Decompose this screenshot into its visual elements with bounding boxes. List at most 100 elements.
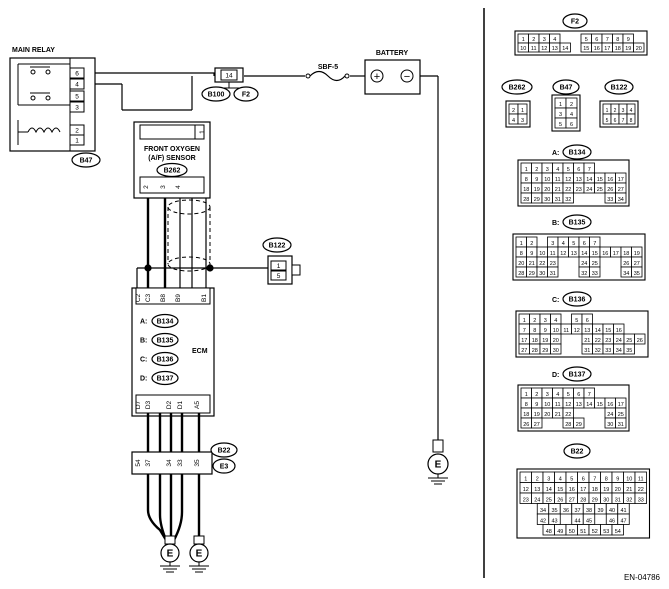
connector-outline bbox=[517, 384, 630, 432]
connector-pin-number: 5 bbox=[575, 318, 578, 324]
connector-pin-number: 41 bbox=[620, 508, 626, 514]
connector-cell bbox=[634, 333, 646, 345]
connector-pin-number: 27 bbox=[534, 422, 540, 428]
connector-pin-number: 45 bbox=[586, 518, 592, 524]
connector-pin-number: 24 bbox=[616, 338, 622, 344]
connector-pin-number: 15 bbox=[597, 177, 603, 183]
connector-pin-number: 48 bbox=[546, 529, 552, 535]
connector-pin-number: 28 bbox=[580, 497, 586, 503]
b122-connector: 1 5 bbox=[267, 255, 301, 285]
b22-label: B22 bbox=[210, 442, 238, 458]
ecm-box bbox=[131, 287, 215, 417]
f2-label-right: F2 bbox=[562, 13, 588, 29]
connector-pin-number: 8 bbox=[616, 37, 619, 43]
connector-pin-number: 28 bbox=[565, 422, 571, 428]
connector-pin-number: 21 bbox=[626, 487, 632, 493]
ground-symbol-1: E bbox=[160, 535, 180, 573]
ecm-bottom-pin: D1 bbox=[177, 400, 184, 409]
connector-pin-number: 20 bbox=[544, 412, 550, 418]
connector-pin-number: 14 bbox=[586, 177, 592, 183]
connector-pin-number: 50 bbox=[569, 529, 575, 535]
svg-text:−: − bbox=[404, 71, 410, 83]
connector-pin-number: 1 bbox=[520, 241, 523, 247]
connector-pin-number: 35 bbox=[551, 508, 557, 514]
svg-text:E: E bbox=[435, 460, 442, 471]
b136-label-right: B136 bbox=[562, 291, 592, 307]
connector-pin-number: 31 bbox=[615, 497, 621, 503]
connector-pin-number: 35 bbox=[634, 271, 640, 277]
ecm-bottom-pin: D2 bbox=[166, 400, 173, 409]
connector-pin-number: 24 bbox=[607, 412, 613, 418]
connector-pin-number: 12 bbox=[541, 46, 547, 52]
connector-pin-number: 7 bbox=[523, 328, 526, 334]
connector-pin-number: 11 bbox=[563, 328, 569, 334]
svg-text:B22: B22 bbox=[571, 449, 584, 456]
svg-text:B122: B122 bbox=[269, 243, 286, 250]
connector-pin-number: 35 bbox=[626, 348, 632, 354]
joint-pin-number: 37 bbox=[145, 459, 152, 467]
connector-pin-number: 13 bbox=[576, 402, 582, 408]
b100-label: B100 bbox=[201, 86, 231, 102]
connector-pin-number: 12 bbox=[523, 487, 529, 493]
connector-outline bbox=[517, 159, 630, 207]
connector-cell bbox=[550, 343, 562, 355]
svg-text:B134: B134 bbox=[569, 150, 586, 157]
connector-pin-number: 9 bbox=[544, 328, 547, 334]
relay-pin-box bbox=[69, 78, 85, 90]
connector-pin-number: 5 bbox=[559, 122, 562, 128]
connector-pin-number: 19 bbox=[603, 487, 609, 493]
connector-pin-number: 31 bbox=[584, 348, 590, 354]
ecm-joint-wires bbox=[146, 413, 201, 452]
svg-text:B100: B100 bbox=[208, 92, 225, 99]
connector-cell bbox=[631, 266, 643, 278]
connector-pin-number: 1 bbox=[522, 37, 525, 43]
connector-pin-number: 30 bbox=[607, 422, 613, 428]
connector-pin-number: 11 bbox=[550, 251, 556, 257]
connector-pin-number: 27 bbox=[634, 261, 640, 267]
connector-pin-number: 31 bbox=[618, 422, 624, 428]
connector-pin-number: 22 bbox=[638, 487, 644, 493]
connector-pin-number: 11 bbox=[531, 46, 537, 52]
svg-text:B22: B22 bbox=[218, 448, 231, 455]
connector-pin-number: 36 bbox=[563, 508, 569, 514]
svg-text:B262: B262 bbox=[164, 168, 181, 175]
relay-pin-box bbox=[69, 67, 85, 79]
connector-pin-number: 6 bbox=[614, 118, 617, 124]
connector-cell bbox=[517, 113, 528, 125]
relay-pin-number: 4 bbox=[75, 82, 79, 89]
connector-cell bbox=[559, 42, 571, 53]
connector-pin-number: 6 bbox=[586, 318, 589, 324]
relay-pin-box bbox=[69, 134, 85, 146]
connector-cell bbox=[531, 417, 543, 429]
connector-pin-number: 49 bbox=[557, 529, 563, 535]
ground-wires bbox=[146, 474, 201, 542]
connector-pin-number: 29 bbox=[576, 422, 582, 428]
connector-pin-number: 13 bbox=[584, 328, 590, 334]
connector-pin-number: 2 bbox=[570, 102, 573, 108]
connector-pin-number: 17 bbox=[580, 487, 586, 493]
connector-pin-number: 33 bbox=[607, 197, 613, 203]
connector-pin-number: 33 bbox=[638, 497, 644, 503]
connector-cell bbox=[562, 192, 574, 204]
connector-pin-number: 46 bbox=[609, 518, 615, 524]
connector-pin-number: 10 bbox=[626, 476, 632, 482]
connector-pin-number: 6 bbox=[582, 476, 585, 482]
connector-pin-number: 3 bbox=[622, 108, 625, 114]
ecm-connector-badge bbox=[151, 351, 179, 367]
ecm-label: ECM bbox=[192, 348, 208, 355]
connector-pin-number: 11 bbox=[638, 476, 644, 482]
battery-label: BATTERY bbox=[376, 50, 409, 57]
connector-pin-number: 14 bbox=[562, 46, 568, 52]
connector-pin-number: 47 bbox=[620, 518, 626, 524]
connector-cell bbox=[547, 266, 559, 278]
b47-label-right: B47 bbox=[552, 79, 580, 95]
connector-pin-number: 9 bbox=[616, 476, 619, 482]
connector-pin-number: 17 bbox=[604, 46, 610, 52]
connector-pin-number: 29 bbox=[529, 271, 535, 277]
connector-pin-number: 4 bbox=[562, 241, 565, 247]
f2-label: F2 bbox=[233, 86, 259, 102]
joint-pin-number: 35 bbox=[194, 459, 201, 467]
